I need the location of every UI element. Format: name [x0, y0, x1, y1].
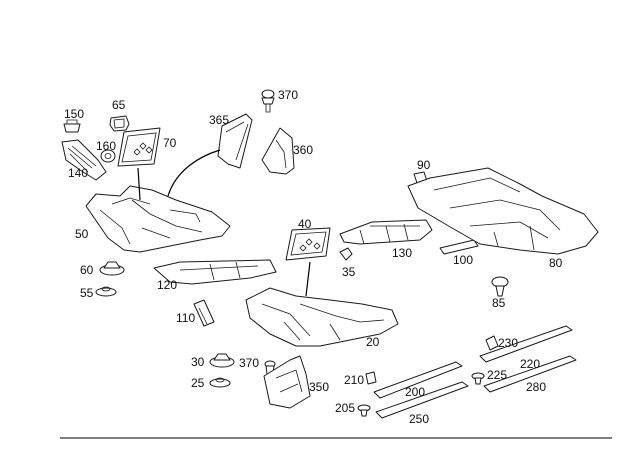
part-210-clip[interactable] — [365, 371, 377, 385]
part-20-carpet[interactable] — [245, 287, 399, 347]
callout-225: 225 — [487, 368, 507, 382]
part-370-fastener-bottom[interactable] — [264, 360, 276, 375]
part-205-clip[interactable] — [357, 404, 371, 417]
part-85-clip[interactable] — [491, 276, 509, 297]
part-40-pad[interactable] — [285, 227, 331, 261]
part-50-front-carpet[interactable] — [85, 185, 231, 253]
part-25-plug[interactable] — [209, 377, 231, 388]
part-30-plug[interactable] — [209, 353, 235, 368]
callout-200: 200 — [405, 385, 425, 399]
callout-110: 110 — [176, 311, 195, 325]
callout-365: 365 — [209, 113, 229, 127]
part-140-bracket[interactable] — [61, 139, 107, 181]
callout-70: 70 — [163, 136, 177, 150]
callout-370-top: 370 — [278, 88, 298, 102]
part-110-strip[interactable] — [193, 299, 215, 327]
callout-65: 65 — [112, 98, 126, 112]
callout-205: 205 — [335, 401, 355, 415]
callout-30: 30 — [191, 355, 205, 369]
callout-230: 230 — [498, 336, 518, 350]
callout-360: 360 — [293, 143, 313, 157]
callout-220: 220 — [520, 357, 540, 371]
callout-160: 160 — [96, 139, 116, 153]
part-200-sill[interactable] — [373, 361, 463, 399]
part-120-mat[interactable] — [153, 259, 277, 285]
part-70-pad[interactable] — [117, 127, 161, 167]
part-365-panel[interactable] — [217, 113, 253, 169]
part-60-plug[interactable] — [99, 261, 125, 276]
callout-80: 80 — [549, 256, 563, 270]
callout-210: 210 — [344, 373, 364, 387]
callout-250: 250 — [409, 412, 429, 426]
part-225-clip[interactable] — [471, 372, 485, 385]
callout-370-bottom: 370 — [239, 356, 259, 370]
callout-350: 350 — [309, 380, 329, 394]
part-130-cover[interactable] — [339, 219, 433, 245]
callout-140: 140 — [68, 166, 88, 180]
part-150-clip[interactable] — [63, 119, 81, 133]
part-80-rear-carpet[interactable] — [407, 167, 599, 255]
part-160-grommet[interactable] — [100, 149, 116, 163]
callout-40: 40 — [298, 217, 312, 231]
part-230-clip[interactable] — [485, 335, 499, 351]
callout-130: 130 — [392, 246, 412, 260]
part-250-sill[interactable] — [375, 381, 469, 419]
callout-50: 50 — [75, 227, 89, 241]
part-370-fastener-top[interactable] — [261, 89, 275, 113]
callout-55: 55 — [80, 286, 94, 300]
part-100-strip[interactable] — [439, 239, 479, 255]
part-360-panel[interactable] — [261, 127, 295, 175]
part-280-sill[interactable] — [483, 355, 577, 393]
callout-280: 280 — [526, 380, 546, 394]
callout-150: 150 — [64, 107, 84, 121]
callout-labels: 150 65 160 70 140 365 370 360 90 50 40 1… — [64, 88, 563, 426]
part-350-panel[interactable] — [263, 355, 311, 409]
callout-35: 35 — [342, 265, 356, 279]
callout-120: 120 — [157, 278, 177, 292]
part-55-plug[interactable] — [95, 286, 117, 297]
callout-20: 20 — [366, 335, 380, 349]
part-220-sill[interactable] — [479, 325, 573, 363]
leader-lines — [137, 149, 311, 297]
callout-25: 25 — [191, 376, 205, 390]
callout-85: 85 — [492, 296, 506, 310]
callout-90: 90 — [417, 158, 431, 172]
part-35-clip[interactable] — [339, 247, 353, 261]
part-65-clip[interactable] — [109, 115, 130, 132]
callout-100: 100 — [453, 253, 473, 267]
callout-60: 60 — [80, 263, 94, 277]
